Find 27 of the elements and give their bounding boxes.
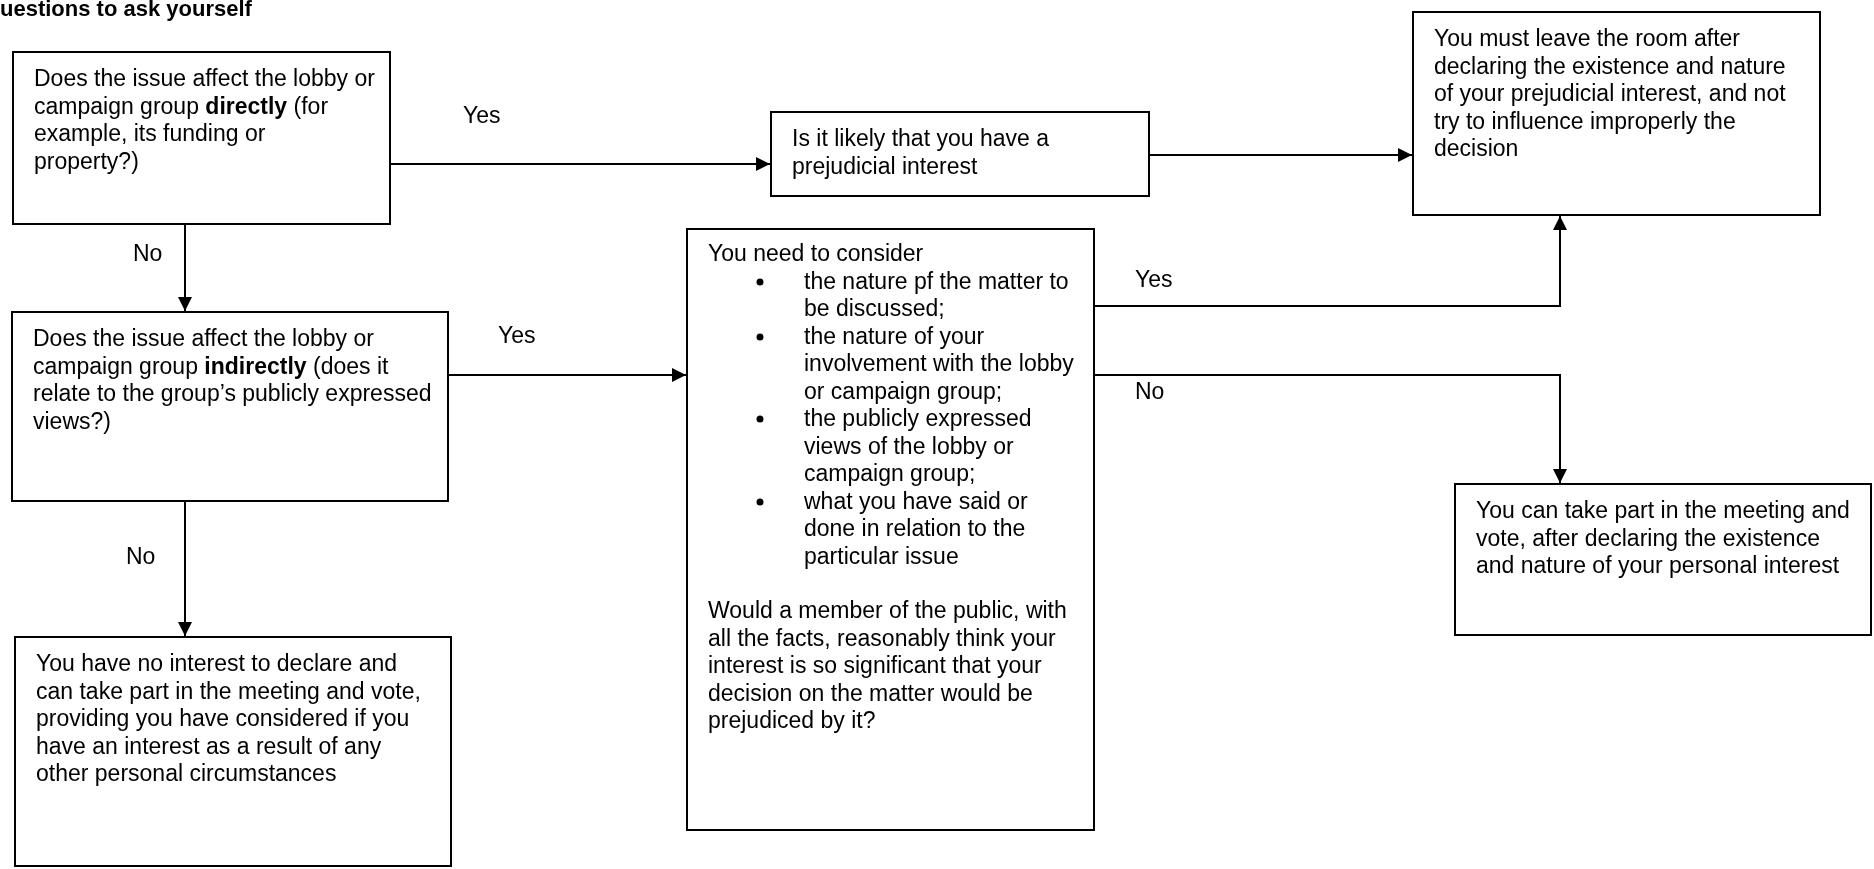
box-text: Does the issue affect the lobby or campaign group directly (for example, its funding or property?) (34, 65, 375, 175)
box-text: You can take part in the meeting and vote, after declaring the existence and nature of your personal interest (1476, 497, 1851, 580)
box-text: Does the issue affect the lobby or campaign group indirectly (does it relate to the group’s publicly expressed views?) (33, 325, 433, 435)
process-box (686, 228, 1095, 831)
question-text: Would a member of the public, with all the facts, reasonably think your interest is so significant that your decision on the matter would be prejudiced by it? (708, 597, 1068, 735)
process-box (11, 311, 449, 502)
process-box (1412, 11, 1821, 216)
arrow (1149, 148, 1413, 162)
list-item: what you have said or done in relation to the particular issue (804, 487, 1028, 569)
arrow (178, 224, 192, 312)
arrow (390, 157, 771, 171)
arrow (178, 501, 192, 637)
list-item: the nature of your involvement with the lobby or campaign group; (804, 322, 1074, 404)
process-box (12, 51, 391, 225)
arrow (1094, 215, 1567, 307)
box-text: You must leave the room after declaring the existence and nature of your prejudicial interest, and not try to influence improperly the decision (1434, 25, 1787, 163)
box-text: You need to consider (708, 240, 925, 268)
process-box (1454, 483, 1872, 636)
box-text: You have no interest to declare and can take part in the meeting and vote, providing you have considered if you have an interest as a result of any other personal circumstances (36, 650, 422, 788)
process-box (770, 111, 1150, 197)
box-text: Is it likely that you have a prejudicial interest (792, 125, 1050, 180)
heading: uestions to ask yourself (0, 0, 252, 22)
arrow (448, 368, 687, 382)
process-box (14, 636, 452, 867)
list-item: the publicly expressed views of the lobby or campaign group; (804, 405, 1032, 486)
list-item: the nature pf the matter to be discussed; (804, 267, 1069, 321)
arrow (1094, 374, 1567, 484)
